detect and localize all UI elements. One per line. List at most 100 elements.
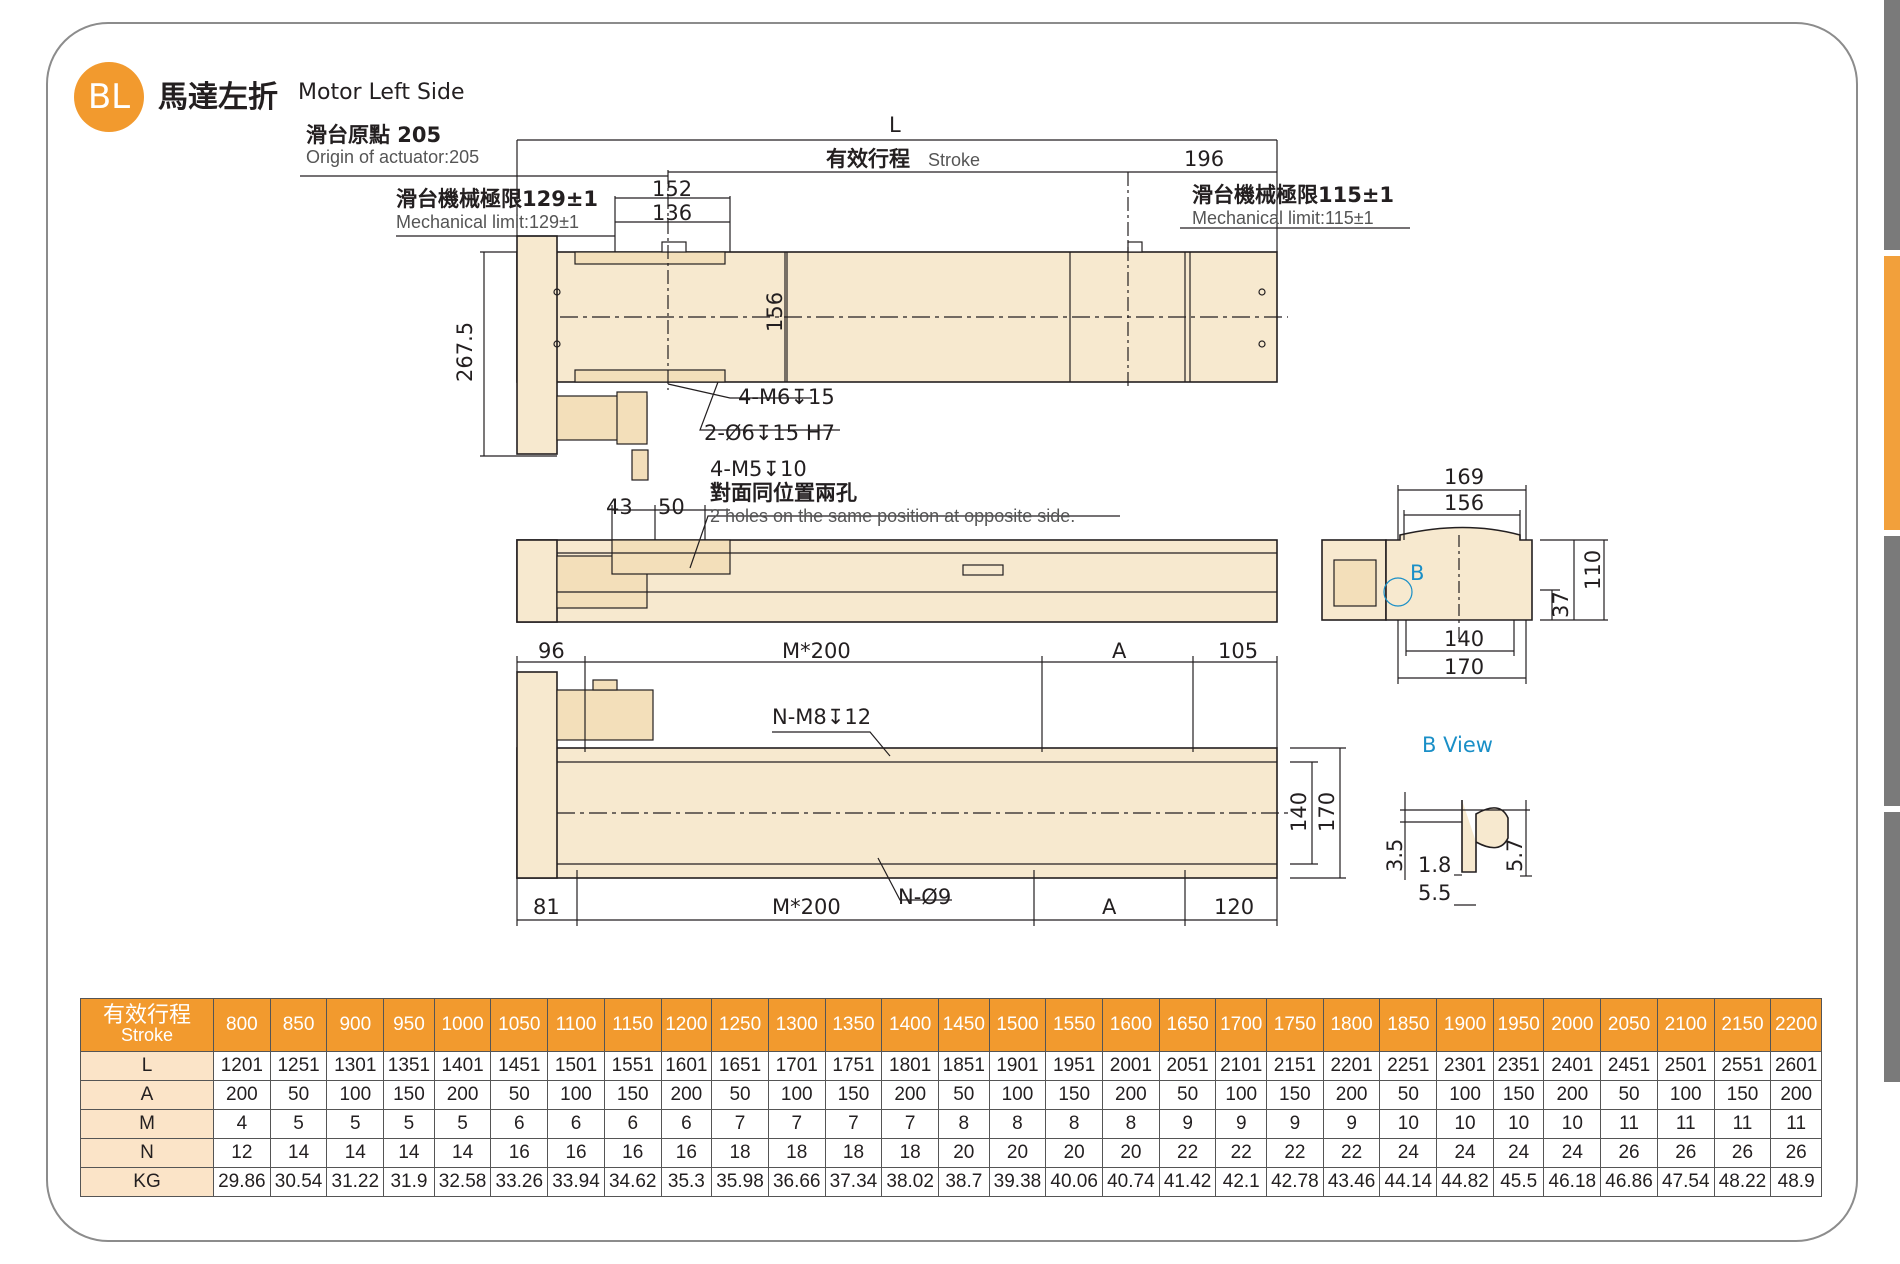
side-tab[interactable] [1884,812,1900,1082]
stroke-col-header: 1650 [1158,998,1217,1052]
table-cell: 11 [1600,1109,1658,1139]
table-cell: 2351 [1492,1051,1545,1081]
hole-callout-2: 2-Ø6↧15 H7 [704,421,835,445]
table-cell: 8 [1045,1109,1104,1139]
table-cell: 8 [988,1109,1047,1139]
table-cell: 20 [988,1138,1047,1168]
table-cell: 1951 [1045,1051,1104,1081]
table-cell: 10 [1379,1109,1438,1139]
table-cell: 100 [767,1080,826,1110]
table-cell: 9 [1266,1109,1324,1139]
table-cell: 44.14 [1379,1167,1438,1197]
table-cell: 50 [1600,1080,1658,1110]
table-cell: 1751 [824,1051,883,1081]
dim-1-8: 1.8 [1418,853,1451,877]
table-cell: 1701 [767,1051,826,1081]
table-cell: 38.7 [938,1167,990,1197]
table-cell: 31.22 [326,1167,385,1197]
table-cell: 150 [824,1080,883,1110]
table-cell: 14 [383,1138,435,1168]
table-cell: 48.22 [1713,1167,1772,1197]
table-cell: 36.66 [767,1167,826,1197]
table-cell: 2551 [1713,1051,1772,1081]
table-cell: 26 [1713,1138,1772,1168]
table-cell: 43.46 [1322,1167,1381,1197]
stroke-col-header: 1550 [1045,998,1104,1052]
table-cell: 45.5 [1492,1167,1545,1197]
table-cell: 50 [1158,1080,1217,1110]
table-cell: 6 [603,1109,662,1139]
table-cell: 100 [326,1080,385,1110]
table-cell: 200 [1322,1080,1381,1110]
stroke-col-header: 1250 [711,998,769,1052]
table-cell: 50 [1379,1080,1438,1110]
table-cell: 6 [490,1109,549,1139]
end-view [1321,485,1608,684]
table-cell: 24 [1436,1138,1494,1168]
table-cell: 14 [433,1138,492,1168]
section-badge: BL [74,62,144,132]
dim-50: 50 [658,495,685,519]
table-cell: 100 [988,1080,1047,1110]
table-cell: 11 [1713,1109,1772,1139]
stroke-col-header: 1000 [433,998,492,1052]
table-cell: 150 [1713,1080,1772,1110]
stroke-col-header: 1700 [1215,998,1268,1052]
mech-left-cn: 滑台機械極限129±1 [396,187,598,211]
table-cell: 14 [326,1138,385,1168]
table-cell: 1801 [881,1051,940,1081]
detail-b-label: B [1410,561,1424,585]
table-cell: 1901 [988,1051,1047,1081]
table-cell: 200 [1102,1080,1160,1110]
table-cell: 1401 [433,1051,492,1081]
dim-120: 120 [1214,895,1254,919]
table-cell: 20 [938,1138,990,1168]
dim-156-side: 156 [763,292,787,332]
table-cell: 1301 [326,1051,385,1081]
stroke-col-header: 800 [213,998,271,1052]
table-cell: 20 [1045,1138,1104,1168]
table-cell: 33.26 [490,1167,549,1197]
table-cell: 41.42 [1158,1167,1217,1197]
table-cell: 22 [1215,1138,1268,1168]
dim-140-bottom: 140 [1287,792,1311,832]
table-cell: 50 [490,1080,549,1110]
table-cell: 200 [433,1080,492,1110]
table-cell: 39.38 [988,1167,1047,1197]
length-label: L [889,113,901,137]
table-cell: 42.1 [1215,1167,1268,1197]
row-label: N [80,1138,214,1168]
table-cell: 200 [660,1080,713,1110]
dim-5-7: 5.7 [1503,839,1527,872]
stroke-col-header: 2150 [1713,998,1772,1052]
table-cell: 1201 [213,1051,271,1081]
dim-96: 96 [538,639,565,663]
table-cell: 35.98 [711,1167,769,1197]
side-tab[interactable] [1884,0,1900,250]
side-tab[interactable] [1884,536,1900,806]
table-cell: 1551 [603,1051,662,1081]
dim-81: 81 [533,895,560,919]
table-cell: 2451 [1600,1051,1658,1081]
table-cell: 16 [490,1138,549,1168]
table-cell: 30.54 [269,1167,328,1197]
b-view-detail [1400,792,1532,906]
stroke-col-header: 1900 [1436,998,1494,1052]
table-cell: 7 [881,1109,940,1139]
origin-label-en: Origin of actuator:205 [306,147,479,167]
dim-170-bottom: 170 [1315,792,1339,832]
stroke-col-header: 1750 [1266,998,1324,1052]
stroke-col-header: 1450 [938,998,990,1052]
b-view-title: B View [1422,733,1493,757]
side-tab-active[interactable] [1884,256,1900,530]
stroke-col-header: 850 [269,998,328,1052]
drawing-labels: 滑台原點 205 Origin of actuator:205 L 有效行程 S… [306,113,1605,919]
table-cell: 50 [938,1080,990,1110]
dim-a-bot: A [1102,895,1117,919]
table-cell: 2251 [1379,1051,1438,1081]
